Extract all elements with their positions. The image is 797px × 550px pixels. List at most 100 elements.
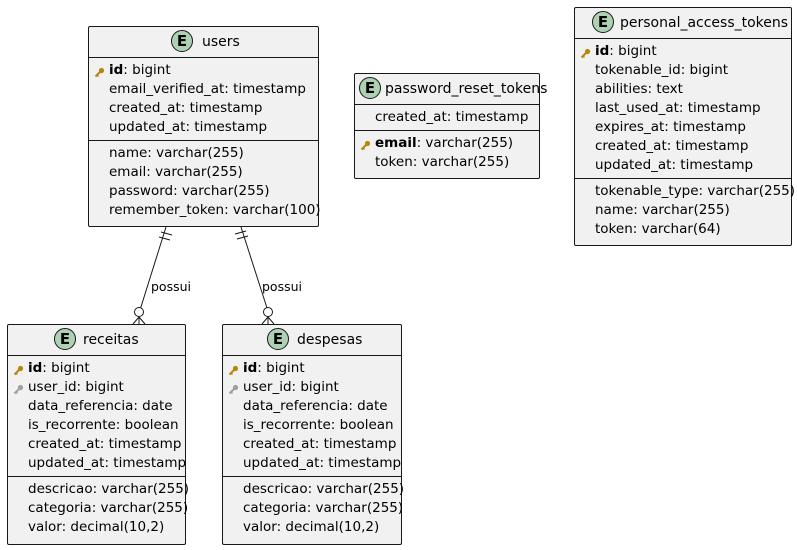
foreign-key-icon [13,382,24,395]
attribute-row: created_at: timestamp [575,137,791,156]
primary-key-icon [94,65,105,78]
primary-key-icon [228,363,239,376]
attribute-row: valor: decimal(10,2) [223,518,401,537]
attribute-text: expires_at: timestamp [595,119,746,135]
attribute-text: tokenable_id: bigint [595,62,729,78]
attribute-row: email: varchar(255) [355,134,539,153]
attribute-row: updated_at: timestamp [89,118,318,137]
attribute-row: email: varchar(255) [89,163,318,182]
attribute-section: name: varchar(255) email: varchar(255) pas… [89,140,321,223]
entity-header: E personal_access_tokens [575,8,791,39]
attribute-text: descricao: varchar(255) [243,481,405,497]
attribute-text: : bigint [609,43,657,59]
relation-users-receitas [132,226,173,325]
attribute-row: token: varchar(255) [355,153,539,172]
attribute-text: updated_at: timestamp [28,455,187,471]
entity-password-reset-tokens: E password_reset_tokens created_at: time… [354,73,547,179]
attribute-key-name: id [595,43,610,59]
attribute-text: last_used_at: timestamp [595,100,761,116]
primary-key-icon [13,363,24,376]
attribute-row: token: varchar(64) [575,220,791,239]
entity-title: users [202,34,240,50]
attribute-row: id: bigint [8,359,185,378]
attribute-text: token: varchar(64) [595,221,721,237]
attribute-text: created_at: timestamp [243,436,397,452]
attribute-row: is_recorrente: boolean [223,416,401,435]
attribute-row: created_at: timestamp [89,99,318,118]
attribute-row: updated_at: timestamp [223,454,401,473]
entity-e-icon: E [592,11,614,33]
attribute-row: created_at: timestamp [355,108,539,127]
attribute-text: valor: decimal(10,2) [243,519,380,535]
attribute-row: updated_at: timestamp [8,454,187,473]
attribute-row: user_id: bigint [223,378,401,397]
attribute-row: expires_at: timestamp [575,118,791,137]
relation-label-receitas: possui [151,279,192,294]
entity-header: E despesas [223,325,401,356]
primary-key-icon [580,46,591,59]
entity-title: despesas [297,332,363,348]
attribute-row: categoria: varchar(255) [223,499,404,518]
attribute-text: created_at: timestamp [28,436,182,452]
attribute-text: name: varchar(255) [595,202,730,218]
attribute-row: valor: decimal(10,2) [8,518,185,537]
attribute-text: user_id: bigint [243,379,339,395]
attribute-row: user_id: bigint [8,378,185,397]
attribute-key-name: email [375,135,417,151]
entity-despesas: E despesas id: bigint user_id: bigint data… [222,324,405,545]
entity-title: password_reset_tokens [385,81,548,97]
attribute-row: categoria: varchar(255) [8,499,188,518]
attribute-text: categoria: varchar(255) [243,500,404,516]
attribute-section: id: bigint user_id: bigint data_referencia… [223,356,401,476]
attribute-row: tokenable_id: bigint [575,61,791,80]
entity-e-icon: E [54,328,76,350]
attribute-text: abilities: text [595,81,683,97]
attribute-row: name: varchar(255) [89,144,318,163]
attribute-text: updated_at: timestamp [243,455,402,471]
attribute-text: data_referencia: date [243,398,388,414]
attribute-text: : bigint [257,360,305,376]
attribute-text: created_at: timestamp [595,138,749,154]
attribute-text: created_at: timestamp [109,100,263,116]
attribute-text: name: varchar(255) [109,145,244,161]
entity-e-icon: E [267,328,289,350]
attribute-row: id: bigint [89,61,318,80]
attribute-row: last_used_at: timestamp [575,99,791,118]
attribute-text: token: varchar(255) [375,154,510,170]
attribute-section: created_at: timestamp [355,105,539,130]
attribute-row: data_referencia: date [223,397,401,416]
attribute-text: : bigint [123,62,171,78]
attribute-row: is_recorrente: boolean [8,416,185,435]
attribute-text: user_id: bigint [28,379,124,395]
attribute-text: is_recorrente: boolean [28,417,179,433]
attribute-row: email_verified_at: timestamp [89,80,318,99]
attribute-text: email: varchar(255) [109,164,243,180]
attribute-row: updated_at: timestamp [575,156,791,175]
attribute-row: remember_token: varchar(100) [89,201,321,220]
attribute-text: remember_token: varchar(100) [109,202,321,218]
entity-header: E receitas [8,325,185,356]
attribute-row: descricao: varchar(255) [8,480,189,499]
attribute-text: email_verified_at: timestamp [109,81,306,97]
attribute-key-name: id [243,360,258,376]
attribute-text: data_referencia: date [28,398,173,414]
attribute-text: created_at: timestamp [375,109,529,125]
attribute-text: password: varchar(255) [109,183,270,199]
attribute-section: descricao: varchar(255)categoria: varcha… [8,476,189,540]
attribute-key-name: id [109,62,124,78]
entity-title: receitas [83,332,139,348]
attribute-row: password: varchar(255) [89,182,318,201]
attribute-row: id: bigint [575,42,791,61]
entity-header: E password_reset_tokens [355,74,547,105]
attribute-text: is_recorrente: boolean [243,417,394,433]
attribute-section: tokenable_type: varchar(255)name: varcha… [575,178,795,242]
attribute-row: created_at: timestamp [8,435,185,454]
attribute-row: abilities: text [575,80,791,99]
entity-e-icon: E [171,30,193,52]
